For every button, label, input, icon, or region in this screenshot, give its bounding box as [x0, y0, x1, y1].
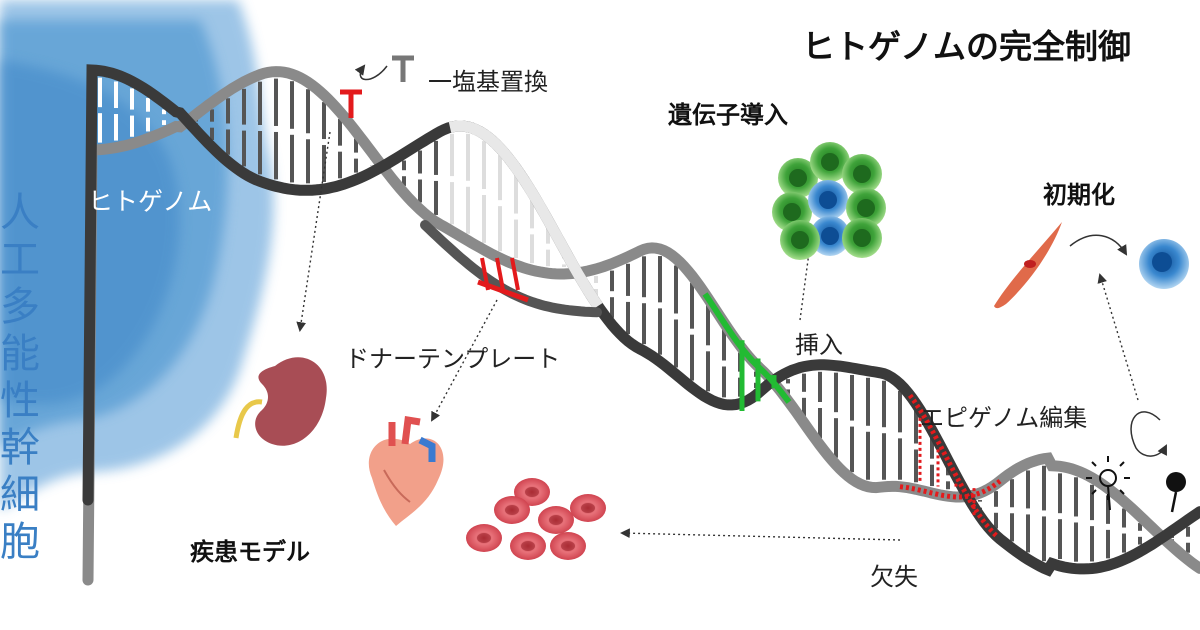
label-single-base: 一塩基置換 — [428, 68, 548, 96]
label-reprogramming: 初期化 — [1043, 181, 1115, 209]
vertical-char: 能 — [0, 331, 40, 377]
red-blood-cells-icon — [466, 478, 606, 560]
reprogramming-arrow — [1069, 234, 1128, 256]
base-swap-icon — [340, 55, 414, 118]
rotate-arrow-icon — [354, 64, 388, 81]
watercolor-background — [0, 0, 274, 510]
rotate-arrow-icon — [1130, 411, 1167, 457]
donor-base — [495, 257, 505, 291]
vertical-char: 幹 — [0, 425, 40, 471]
vertical-char: 胞 — [0, 519, 40, 565]
vertical-char: 工 — [0, 237, 40, 283]
vertical-char: 多 — [0, 284, 40, 330]
methyl-cap-icon — [1166, 472, 1186, 513]
page-title: ヒトゲノムの完全制御 — [802, 27, 1132, 66]
vertical-title: 人 工 多 能 性 幹 細 胞 — [0, 190, 40, 566]
edited-bases — [477, 257, 1002, 540]
label-human-genome: ヒトゲノム — [88, 187, 213, 216]
arrow-to-kidney — [296, 131, 331, 332]
arrow-to-blood — [620, 528, 901, 541]
cell-cluster-icon — [772, 142, 886, 260]
fibroblast-icon — [994, 222, 1128, 309]
heart-icon — [368, 415, 444, 526]
arrow-to-reprogramming — [1097, 273, 1139, 401]
dotted-arrows — [296, 131, 1139, 541]
vertical-char: 細 — [0, 472, 40, 518]
ips-cell-icon — [1139, 239, 1189, 289]
label-disease-model: 疾患モデル — [190, 538, 310, 566]
vertical-char: 人 — [0, 190, 40, 236]
label-donor-template: ドナーテンプレート — [345, 345, 561, 373]
kidney-icon — [233, 357, 327, 446]
sun-symbol-icon — [1086, 456, 1130, 511]
vertical-char: 性 — [0, 378, 40, 424]
label-gene-transfer: 遺伝子導入 — [668, 101, 788, 129]
label-deletion: 欠失 — [870, 563, 918, 591]
label-epigenome-editing: エピゲノム編集 — [920, 404, 1088, 432]
donor-base — [510, 257, 520, 291]
label-insertion: 挿入 — [795, 331, 843, 359]
